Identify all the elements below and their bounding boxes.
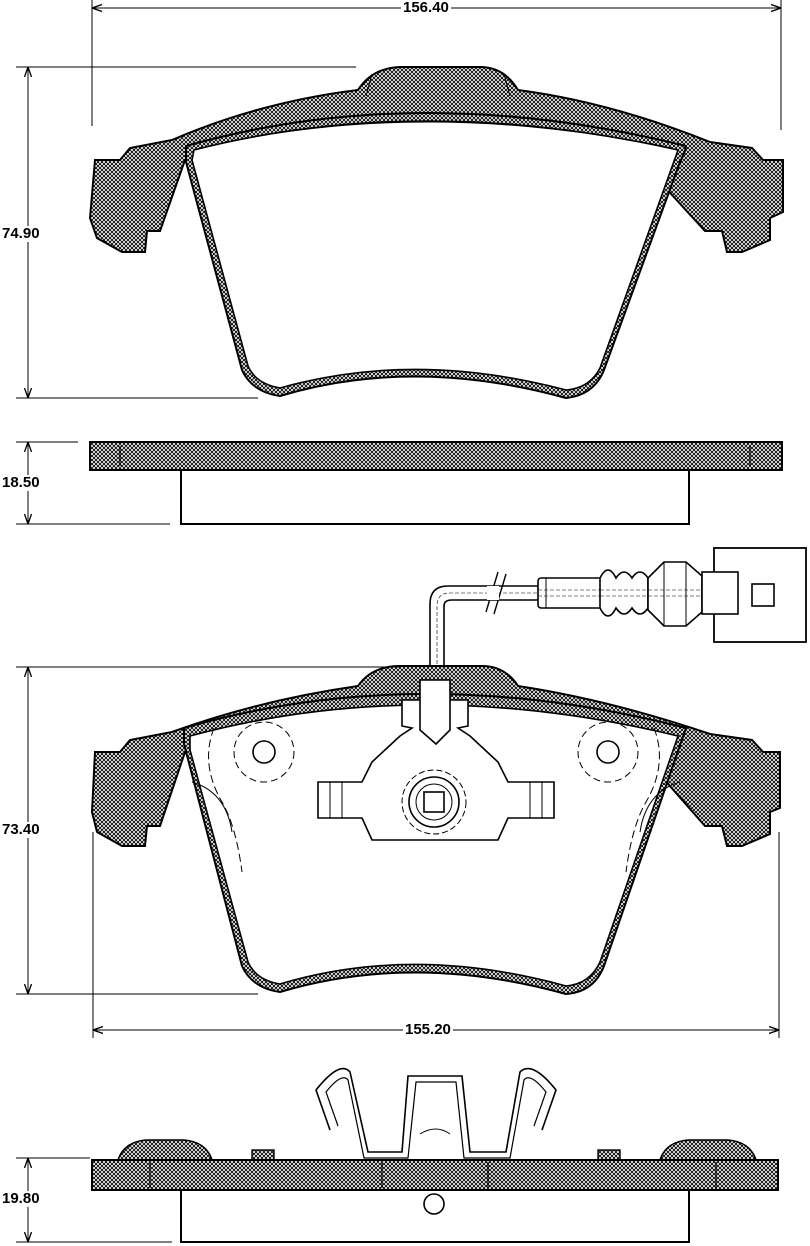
bottom-pad-side-view bbox=[91, 1067, 779, 1243]
center-clip-bracket bbox=[317, 699, 555, 841]
label-height-top: 74.90 bbox=[0, 225, 42, 242]
left-hole-inner bbox=[252, 740, 276, 764]
side2-pin bbox=[423, 1193, 445, 1215]
bottom-pad-back-view bbox=[90, 665, 781, 996]
right-hole-inner bbox=[596, 740, 620, 764]
top-friction-inner bbox=[191, 120, 680, 391]
label-height-bottom: 73.40 bbox=[0, 821, 42, 838]
side-friction-block bbox=[180, 469, 690, 525]
right-hole-outer bbox=[577, 721, 639, 783]
label-width-bottom: 155.20 bbox=[403, 1021, 453, 1038]
top-pad-side-view bbox=[89, 441, 783, 525]
label-thickness-top: 18.50 bbox=[0, 474, 42, 491]
label-thickness-bottom: 19.80 bbox=[0, 1190, 42, 1207]
side2-backing-plate bbox=[91, 1159, 779, 1191]
left-hole-outer bbox=[233, 721, 295, 783]
top-pad-front-view bbox=[88, 66, 784, 400]
label-width-top: 156.40 bbox=[401, 0, 451, 16]
side-backing-plate bbox=[89, 441, 783, 471]
spring-clip bbox=[315, 1067, 557, 1153]
wear-sensor-cable bbox=[429, 547, 807, 676]
